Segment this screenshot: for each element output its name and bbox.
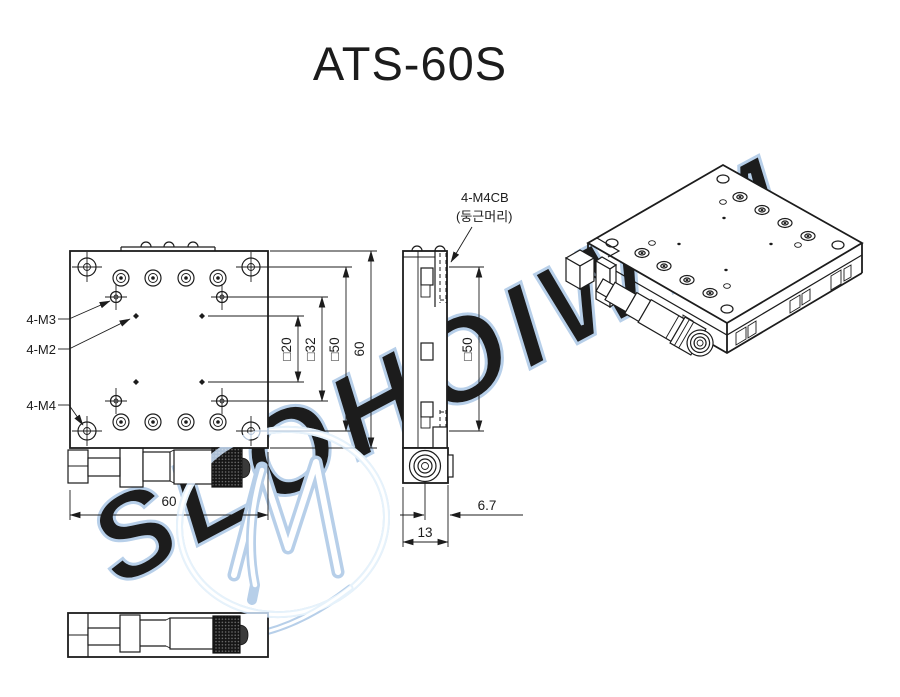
side-knob: [402, 447, 454, 484]
label-4m4: 4-M4: [26, 398, 56, 413]
dim-width-60: 60: [161, 494, 176, 509]
dim-offset-6-7: 6.7: [478, 498, 497, 513]
dim-sq20: □20: [279, 337, 294, 360]
isometric-view: [564, 163, 864, 357]
dim-sq32: □32: [303, 337, 318, 360]
label-4m4cb: 4-M4CB: [461, 190, 509, 205]
label-4m3: 4-M3: [26, 312, 56, 327]
front-counterbore-holes: [112, 269, 227, 431]
iso-micrometer: [595, 278, 714, 357]
side-screw-label: 4-M4CB (둥근머리): [450, 190, 513, 263]
dim-side-sq50: □50: [460, 337, 475, 360]
bottom-view: [67, 612, 269, 658]
side-notches: [420, 267, 448, 449]
watermark-overlay: [175, 425, 391, 619]
front-plate: [69, 250, 269, 449]
thimble-tip: [241, 457, 251, 479]
side-view: □50 6.7 13 4-M4CB (둥근머리): [400, 190, 523, 547]
label-4m2: 4-M2: [26, 342, 56, 357]
iso-top-holes: [605, 174, 845, 314]
front-view: □20 □32 □50 60 60 4-M3 4-M2 4-M4: [26, 241, 377, 520]
dim-sq50: □50: [327, 337, 342, 360]
dim-height-60: 60: [352, 341, 367, 356]
dim-width-13: 13: [417, 525, 432, 540]
front-top-screws: [120, 241, 216, 251]
front-m3-holes: [105, 284, 233, 414]
front-m2-holes: [133, 313, 205, 385]
side-dimensions: □50 6.7 13: [400, 266, 523, 547]
knurled-thimble-bottom: [212, 615, 241, 654]
label-round-head: (둥근머리): [456, 209, 513, 224]
front-dimensions: □20 □32 □50 60 60: [69, 250, 377, 520]
page-title: ATS-60S: [313, 37, 507, 90]
front-hole-labels: 4-M3 4-M2 4-M4: [26, 300, 131, 426]
